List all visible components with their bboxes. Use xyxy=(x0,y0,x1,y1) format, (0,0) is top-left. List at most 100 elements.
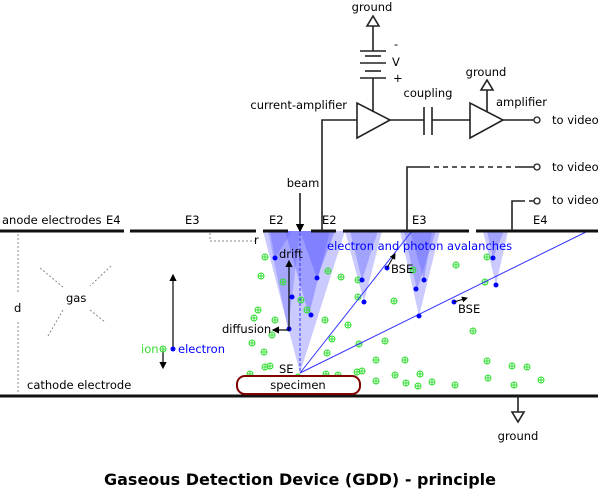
ground-icon xyxy=(479,78,495,91)
e4-label: E4 xyxy=(106,213,121,227)
ion-marker xyxy=(409,266,417,274)
bse-track-2 xyxy=(299,230,589,374)
electron-dot xyxy=(490,255,496,261)
diffusion-label: diffusion xyxy=(222,322,271,336)
ion-marker xyxy=(248,339,256,347)
specimen xyxy=(236,375,361,395)
ion-marker xyxy=(260,348,268,356)
ground-icon xyxy=(510,411,526,424)
output-terminal xyxy=(533,116,541,124)
avalanche-cones xyxy=(263,231,508,373)
electron-dot xyxy=(314,275,320,281)
ion-marker xyxy=(266,362,274,370)
page-title: Gaseous Detection Device (GDD) - princip… xyxy=(104,470,496,489)
ion-marker xyxy=(402,379,410,387)
bse-arrow xyxy=(386,253,396,269)
ion-marker xyxy=(321,316,329,324)
ion-marker xyxy=(401,356,409,364)
ion-marker xyxy=(279,278,287,286)
ion-marker xyxy=(483,357,491,365)
ion-marker xyxy=(390,297,398,305)
electron-dot xyxy=(308,312,314,318)
ion-marker xyxy=(537,376,545,384)
electron-dot xyxy=(289,294,295,300)
e3-label: E3 xyxy=(185,213,200,227)
ion-marker xyxy=(372,356,380,364)
output-terminal xyxy=(533,163,541,171)
ion-symbol xyxy=(159,345,167,353)
electron-dot xyxy=(413,286,419,292)
electron-label: electron xyxy=(178,342,225,356)
avalanches-label: electron and photon avalanches xyxy=(327,239,512,253)
e2-label: E2 xyxy=(322,213,337,227)
ground-label: ground xyxy=(352,0,393,14)
ion-marker xyxy=(381,337,389,345)
electron-dot xyxy=(361,299,367,305)
electron-dot xyxy=(493,282,499,288)
ion-marker xyxy=(323,349,331,357)
ion-marker xyxy=(261,253,269,261)
to-video-label: to video xyxy=(552,113,599,127)
ion-marker xyxy=(344,321,352,329)
battery-plus: + xyxy=(393,71,403,85)
coupling-label: coupling xyxy=(404,86,453,100)
ion-marker xyxy=(523,363,531,371)
anode-electrodes-label: anode electrodes xyxy=(2,213,101,227)
electron-dot xyxy=(416,313,422,319)
electron-dot xyxy=(421,277,427,283)
r-label: r xyxy=(254,233,259,247)
ion-marker xyxy=(257,272,265,280)
ion-marker xyxy=(414,382,422,390)
bse-arrow xyxy=(453,296,468,303)
ion-marker xyxy=(303,306,311,314)
ion-marker xyxy=(297,296,305,304)
ion-marker xyxy=(510,381,518,389)
se-label: SE xyxy=(279,362,294,376)
electron-dot xyxy=(272,255,278,261)
circuit xyxy=(321,14,541,424)
specimen-label: specimen xyxy=(270,378,325,392)
e3-label: E3 xyxy=(412,213,427,227)
ground-label: ground xyxy=(498,429,539,443)
ion-marker xyxy=(484,374,492,382)
ion-marker xyxy=(358,367,366,375)
electron-dot xyxy=(359,277,365,283)
ion-marker xyxy=(337,273,345,281)
ion-marker xyxy=(451,381,459,389)
to-video-label: to video xyxy=(552,193,599,207)
gas-cross xyxy=(39,265,112,337)
ground-icon xyxy=(365,14,381,27)
ion-markers xyxy=(246,253,545,390)
ion-marker xyxy=(254,306,262,314)
ion-marker xyxy=(483,253,491,261)
bse-label: BSE xyxy=(458,302,480,316)
output-terminal xyxy=(533,197,541,205)
ion-marker xyxy=(452,261,460,269)
ion-label: ion xyxy=(141,342,159,356)
amplifier-label: amplifier xyxy=(496,95,547,109)
ion-marker xyxy=(250,314,258,322)
r-indicator xyxy=(209,233,255,242)
ion-marker xyxy=(271,316,279,324)
ground-label: ground xyxy=(466,65,507,79)
cathode-label: cathode electrode xyxy=(27,378,131,392)
ion-marker xyxy=(469,327,477,335)
ion-marker xyxy=(391,371,399,379)
battery-label: V xyxy=(392,55,400,69)
e4-label: E4 xyxy=(533,213,548,227)
bse-label: BSE xyxy=(391,262,413,276)
ion-marker xyxy=(328,335,336,343)
to-video-label: to video xyxy=(552,160,599,174)
current-amplifier-label: current-amplifier xyxy=(250,98,347,112)
drift-label: drift xyxy=(279,247,303,261)
gas-label: gas xyxy=(66,291,86,305)
ion-marker xyxy=(372,377,380,385)
d-label: d xyxy=(14,301,21,315)
e2-label: E2 xyxy=(269,213,284,227)
ion-marker xyxy=(508,362,516,370)
battery-minus: - xyxy=(394,37,398,51)
ion-marker xyxy=(428,378,436,386)
ion-marker xyxy=(416,370,424,378)
beam-label: beam xyxy=(287,176,320,190)
